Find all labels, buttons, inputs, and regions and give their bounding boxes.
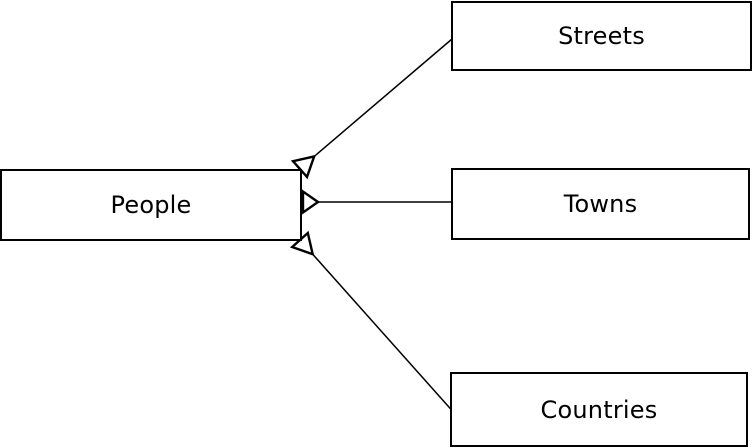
connector-people-countries <box>312 253 453 411</box>
node-people-label: People <box>110 191 192 219</box>
node-towns: Towns <box>451 168 750 240</box>
node-streets: Streets <box>451 1 752 71</box>
node-people: People <box>0 169 302 241</box>
node-streets-label: Streets <box>558 22 645 50</box>
connector-people-streets <box>313 38 453 157</box>
node-countries: Countries <box>450 372 748 447</box>
node-countries-label: Countries <box>540 395 658 424</box>
generalization-arrowhead-towns <box>301 189 321 215</box>
node-towns-label: Towns <box>563 190 638 218</box>
